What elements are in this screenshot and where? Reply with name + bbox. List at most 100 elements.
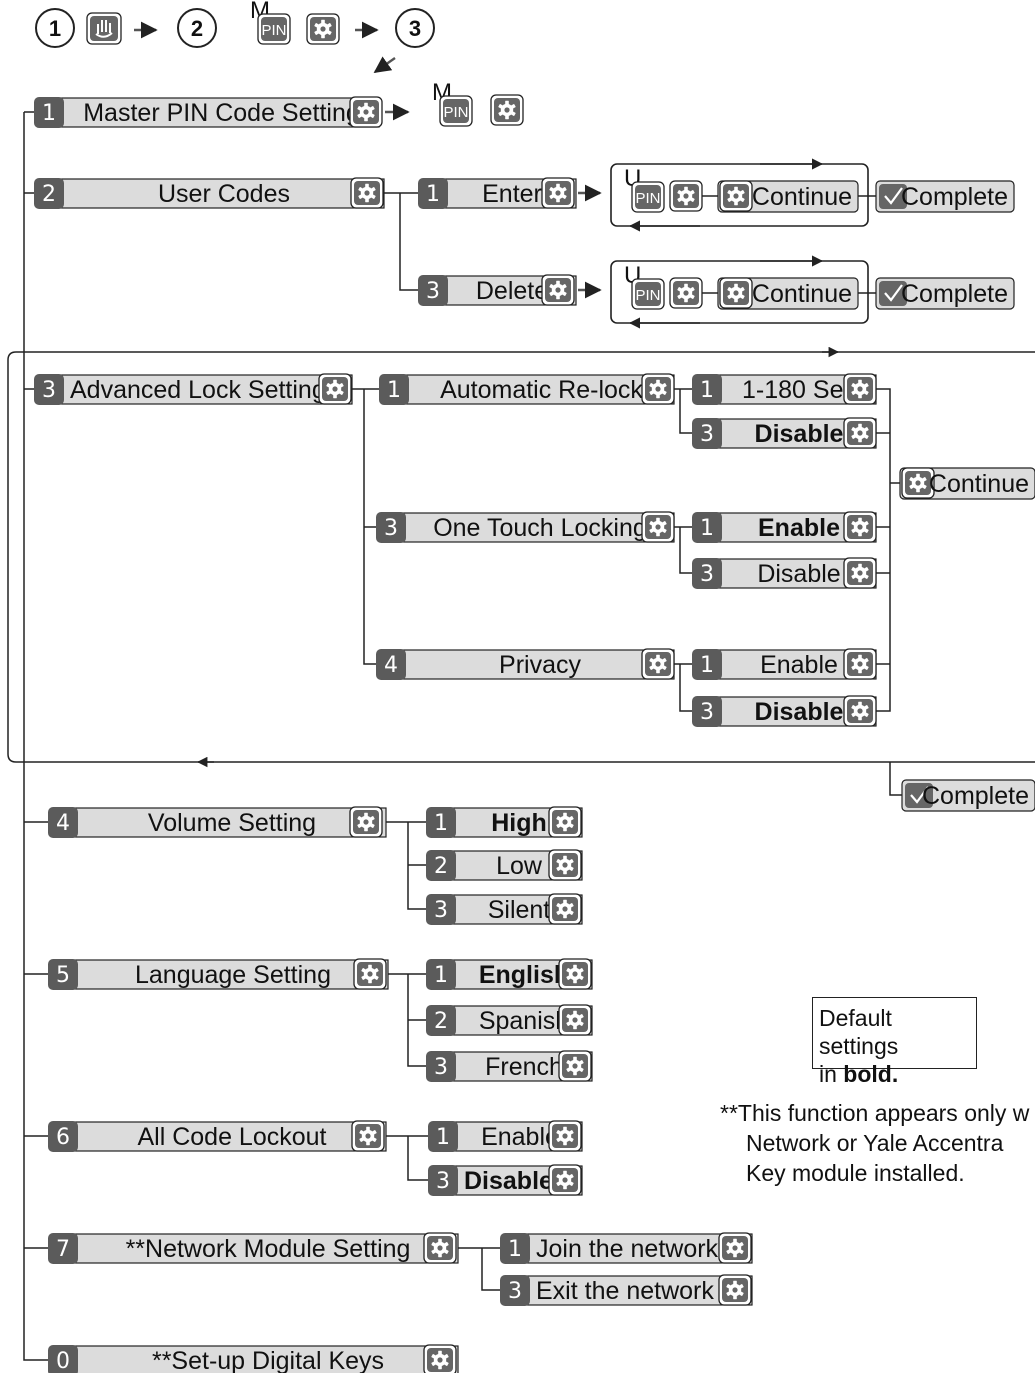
menu-number: 6 (56, 1125, 70, 1150)
menu-number: 7 (56, 1237, 70, 1262)
menu-label: Low (496, 852, 543, 880)
menu-number: 1 (434, 963, 448, 988)
footnote-line-3: Key module installed. (746, 1160, 965, 1186)
menu-number: 3 (426, 279, 440, 304)
menu-number: 4 (56, 811, 70, 836)
gear-icon (541, 274, 575, 306)
gear-icon (718, 1274, 752, 1306)
menu-label: One Touch Locking (433, 514, 647, 542)
menu-label: French (485, 1053, 563, 1081)
menu-number: 1 (508, 1237, 522, 1262)
menu-label: Disable (755, 698, 844, 726)
menu-label: **Set-up Digital Keys (152, 1347, 384, 1373)
complete-button[interactable]: Complete (875, 277, 1015, 310)
menu-number: 5 (56, 963, 70, 988)
gear-icon (641, 511, 675, 543)
complete-button[interactable]: Complete (875, 180, 1015, 213)
complete-button-label: Complete (901, 280, 1008, 308)
menu-number: 1 (434, 811, 448, 836)
gear-icon (718, 1232, 752, 1264)
menu-number: 2 (434, 1009, 448, 1034)
menu-number: 1 (426, 182, 440, 207)
complete-button-label: Complete (901, 183, 1008, 211)
menu-label: Join the network (536, 1235, 719, 1263)
menu-item-language[interactable]: 5 Language Setting (48, 958, 389, 990)
note-bold: bold. (843, 1061, 899, 1087)
menu-item-ot_enable[interactable]: 1 Enable (692, 511, 877, 543)
menu-label: English (479, 961, 569, 989)
continue-button[interactable]: Continue (899, 467, 1035, 500)
menu-number: 3 (700, 422, 714, 447)
svg-text:3: 3 (409, 16, 421, 41)
menu-number: 1 (700, 378, 714, 403)
svg-text:PIN: PIN (261, 22, 286, 39)
gear-icon (548, 1164, 582, 1196)
menu-number: 1 (700, 516, 714, 541)
menu-number: 0 (56, 1349, 70, 1373)
continue-button[interactable]: Continue (717, 277, 859, 310)
gear-icon (548, 806, 582, 838)
gear-icon (351, 1120, 385, 1152)
continue-button-label: Continue (929, 470, 1029, 498)
gear-icon (669, 180, 703, 212)
gear-icon (843, 557, 877, 589)
gear-icon (548, 1120, 582, 1152)
menu-label: Enable (758, 514, 840, 542)
menu-item-user_codes[interactable]: 2 User Codes (34, 177, 385, 209)
continue-button[interactable]: Continue (717, 180, 859, 213)
complete-button[interactable]: Complete (901, 779, 1035, 812)
gear-icon (318, 373, 352, 405)
gear-icon (843, 417, 877, 449)
svg-text:1: 1 (49, 16, 61, 41)
gear-icon (558, 1004, 592, 1036)
menu-item-network[interactable]: 7**Network Module Setting (48, 1232, 459, 1264)
gear-icon (423, 1232, 457, 1264)
menu-item-net_join[interactable]: 1 Join the network (500, 1232, 753, 1264)
menu-item-lang_en[interactable]: 1 English (426, 958, 593, 990)
menu-number: 3 (42, 378, 56, 403)
hand-icon (86, 12, 122, 45)
note-line-1: Default settings (819, 1005, 899, 1059)
menu-item-digital_keys[interactable]: 0 **Set-up Digital Keys (48, 1344, 459, 1373)
menu-label: User Codes (158, 180, 290, 208)
menu-number: 4 (384, 653, 398, 678)
menu-label: High (491, 809, 547, 837)
step-3-circle: 3 (395, 8, 435, 48)
gear-icon (558, 958, 592, 990)
footnote-line-2: Network or Yale Accentra (746, 1130, 1004, 1156)
pin-entry-loop (610, 158, 869, 232)
menu-label: 1-180 Sec (742, 376, 856, 404)
checkmark-icon (879, 184, 907, 209)
gear-icon (641, 648, 675, 680)
menu-item-vol_high[interactable]: 1 High (426, 806, 583, 838)
gear-icon (558, 1050, 592, 1082)
menu-label: Enable (481, 1123, 559, 1151)
default-settings-note: Default settings in bold. (812, 997, 977, 1087)
menu-number: 2 (42, 182, 56, 207)
menu-label: Language Setting (135, 961, 331, 989)
menu-item-relock_time[interactable]: 1 1-180 Sec (692, 373, 877, 405)
gear-icon (349, 806, 383, 838)
menu-label: Master PIN Code Setting (83, 99, 360, 127)
